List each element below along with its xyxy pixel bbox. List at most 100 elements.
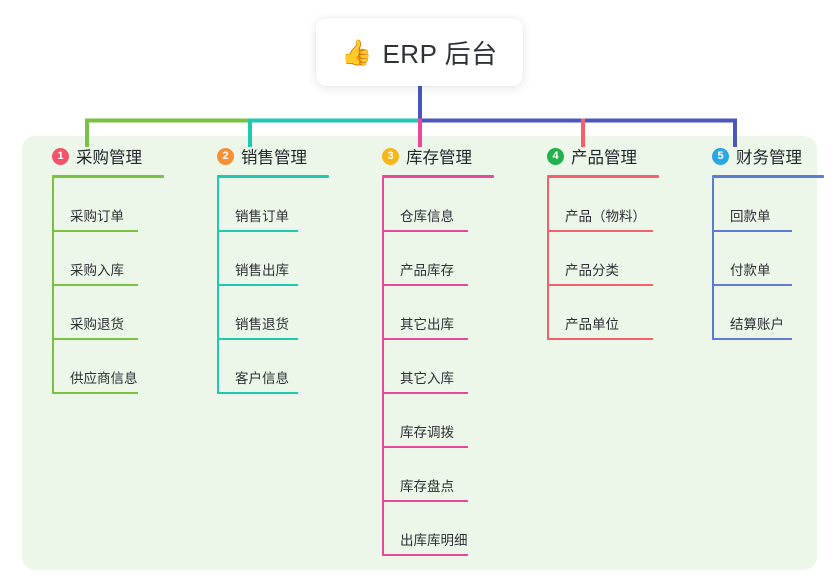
leaf-node-rule	[217, 392, 298, 394]
leaf-node-rule	[712, 338, 792, 340]
leaf-node-rule	[712, 230, 792, 232]
leaf-node-label: 库存调拨	[400, 425, 454, 440]
branch-header-5[interactable]: 5 财务管理	[696, 143, 839, 169]
branch-spine	[52, 178, 54, 394]
leaf-node-rule	[217, 284, 298, 286]
leaf-node-label: 产品（物料）	[565, 209, 646, 224]
branch-header-2[interactable]: 2 销售管理	[201, 143, 356, 169]
thumbs-up-icon: 👍	[341, 38, 373, 67]
leaf-node-rule	[52, 392, 138, 394]
leaf-node[interactable]: 销售退货	[201, 286, 356, 340]
branch-header-rule	[547, 175, 659, 178]
leaf-node-label: 销售退货	[235, 317, 289, 332]
branch-column-5: 5 财务管理回款单付款单结算账户	[696, 143, 839, 340]
leaf-node-label: 采购订单	[70, 209, 124, 224]
leaf-node-rule	[382, 284, 468, 286]
leaf-node-rule	[547, 284, 653, 286]
branch-leaf-list: 采购订单采购入库采购退货供应商信息	[36, 178, 191, 394]
branch-header-4[interactable]: 4 产品管理	[531, 143, 686, 169]
branch-leaf-list: 仓库信息产品库存其它出库其它入库库存调拨库存盘点出库库明细	[366, 178, 521, 556]
leaf-node[interactable]: 客户信息	[201, 340, 356, 394]
leaf-node-rule	[52, 284, 138, 286]
leaf-node-rule	[382, 230, 468, 232]
diagram-background-panel	[22, 136, 817, 570]
branch-column-4: 4 产品管理产品（物料） 产品分类产品单位	[531, 143, 686, 340]
leaf-node-rule	[382, 554, 468, 556]
leaf-node-label: 其它入库	[400, 371, 454, 386]
branch-title: 采购管理	[76, 149, 142, 167]
leaf-node-rule	[52, 230, 138, 232]
leaf-node-label: 库存盘点	[400, 479, 454, 494]
leaf-node[interactable]: 销售出库	[201, 232, 356, 286]
leaf-node[interactable]: 采购退货	[36, 286, 191, 340]
leaf-node[interactable]: 产品库存	[366, 232, 521, 286]
leaf-node-rule	[217, 230, 298, 232]
leaf-node-rule	[52, 338, 138, 340]
branch-header-rule	[712, 175, 824, 178]
root-node-card[interactable]: 👍 ERP 后台	[316, 18, 523, 86]
leaf-node-label: 产品单位	[565, 317, 619, 332]
leaf-node-label: 销售出库	[235, 263, 289, 278]
leaf-node-rule	[382, 446, 468, 448]
branch-index-badge: 5	[712, 147, 729, 165]
branch-header-rule	[382, 175, 494, 178]
branch-index-badge: 4	[547, 147, 564, 165]
branch-spine	[712, 178, 714, 340]
leaf-node[interactable]: 出库库明细	[366, 502, 521, 556]
leaf-node[interactable]: 供应商信息	[36, 340, 191, 394]
branch-header-1[interactable]: 1 采购管理	[36, 143, 191, 169]
leaf-node-label: 其它出库	[400, 317, 454, 332]
branch-leaf-list: 回款单付款单结算账户	[696, 178, 839, 340]
branch-column-3: 3 库存管理仓库信息产品库存其它出库其它入库库存调拨库存盘点出库库明细	[366, 143, 521, 556]
branch-spine	[217, 178, 219, 394]
leaf-node-rule	[217, 338, 298, 340]
leaf-node-rule	[382, 392, 468, 394]
branch-spine	[382, 178, 384, 556]
leaf-node[interactable]: 付款单	[696, 232, 839, 286]
leaf-node[interactable]: 库存盘点	[366, 448, 521, 502]
leaf-node[interactable]: 采购订单	[36, 178, 191, 232]
branch-title: 财务管理	[736, 149, 802, 167]
leaf-node-label: 采购退货	[70, 317, 124, 332]
leaf-node-label: 出库库明细	[400, 533, 468, 548]
branch-column-2: 2 销售管理销售订单销售出库销售退货客户信息	[201, 143, 356, 394]
branch-title: 销售管理	[241, 149, 307, 167]
leaf-node-label: 付款单	[730, 263, 771, 278]
branch-header-rule	[217, 175, 329, 178]
leaf-node-label: 产品分类	[565, 263, 619, 278]
branch-header-rule	[52, 175, 164, 178]
branch-column-1: 1 采购管理采购订单采购入库采购退货供应商信息	[36, 143, 191, 394]
branch-spine	[547, 178, 549, 340]
branch-title: 库存管理	[406, 149, 472, 167]
leaf-node-label: 结算账户	[730, 317, 784, 332]
leaf-node[interactable]: 销售订单	[201, 178, 356, 232]
leaf-node-label: 产品库存	[400, 263, 454, 278]
leaf-node-label: 采购入库	[70, 263, 124, 278]
branch-index-badge: 3	[382, 147, 399, 165]
leaf-node-rule	[547, 338, 653, 340]
leaf-node[interactable]: 其它出库	[366, 286, 521, 340]
branch-index-badge: 2	[217, 147, 234, 165]
leaf-node[interactable]: 回款单	[696, 178, 839, 232]
leaf-node[interactable]: 库存调拨	[366, 394, 521, 448]
leaf-node-rule	[547, 230, 653, 232]
leaf-node-label: 销售订单	[235, 209, 289, 224]
leaf-node[interactable]: 产品（物料）	[531, 178, 686, 232]
leaf-node-rule	[382, 338, 468, 340]
leaf-node[interactable]: 其它入库	[366, 340, 521, 394]
branch-header-3[interactable]: 3 库存管理	[366, 143, 521, 169]
leaf-node-label: 仓库信息	[400, 209, 454, 224]
leaf-node-rule	[712, 284, 792, 286]
leaf-node[interactable]: 采购入库	[36, 232, 191, 286]
leaf-node[interactable]: 产品单位	[531, 286, 686, 340]
branch-index-badge: 1	[52, 147, 69, 165]
leaf-node-label: 回款单	[730, 209, 771, 224]
branch-leaf-list: 产品（物料） 产品分类产品单位	[531, 178, 686, 340]
root-node-title: ERP 后台	[382, 38, 498, 69]
leaf-node[interactable]: 结算账户	[696, 286, 839, 340]
branch-leaf-list: 销售订单销售出库销售退货客户信息	[201, 178, 356, 394]
leaf-node-rule	[382, 500, 468, 502]
leaf-node[interactable]: 仓库信息	[366, 178, 521, 232]
leaf-node[interactable]: 产品分类	[531, 232, 686, 286]
branch-title: 产品管理	[571, 149, 637, 167]
